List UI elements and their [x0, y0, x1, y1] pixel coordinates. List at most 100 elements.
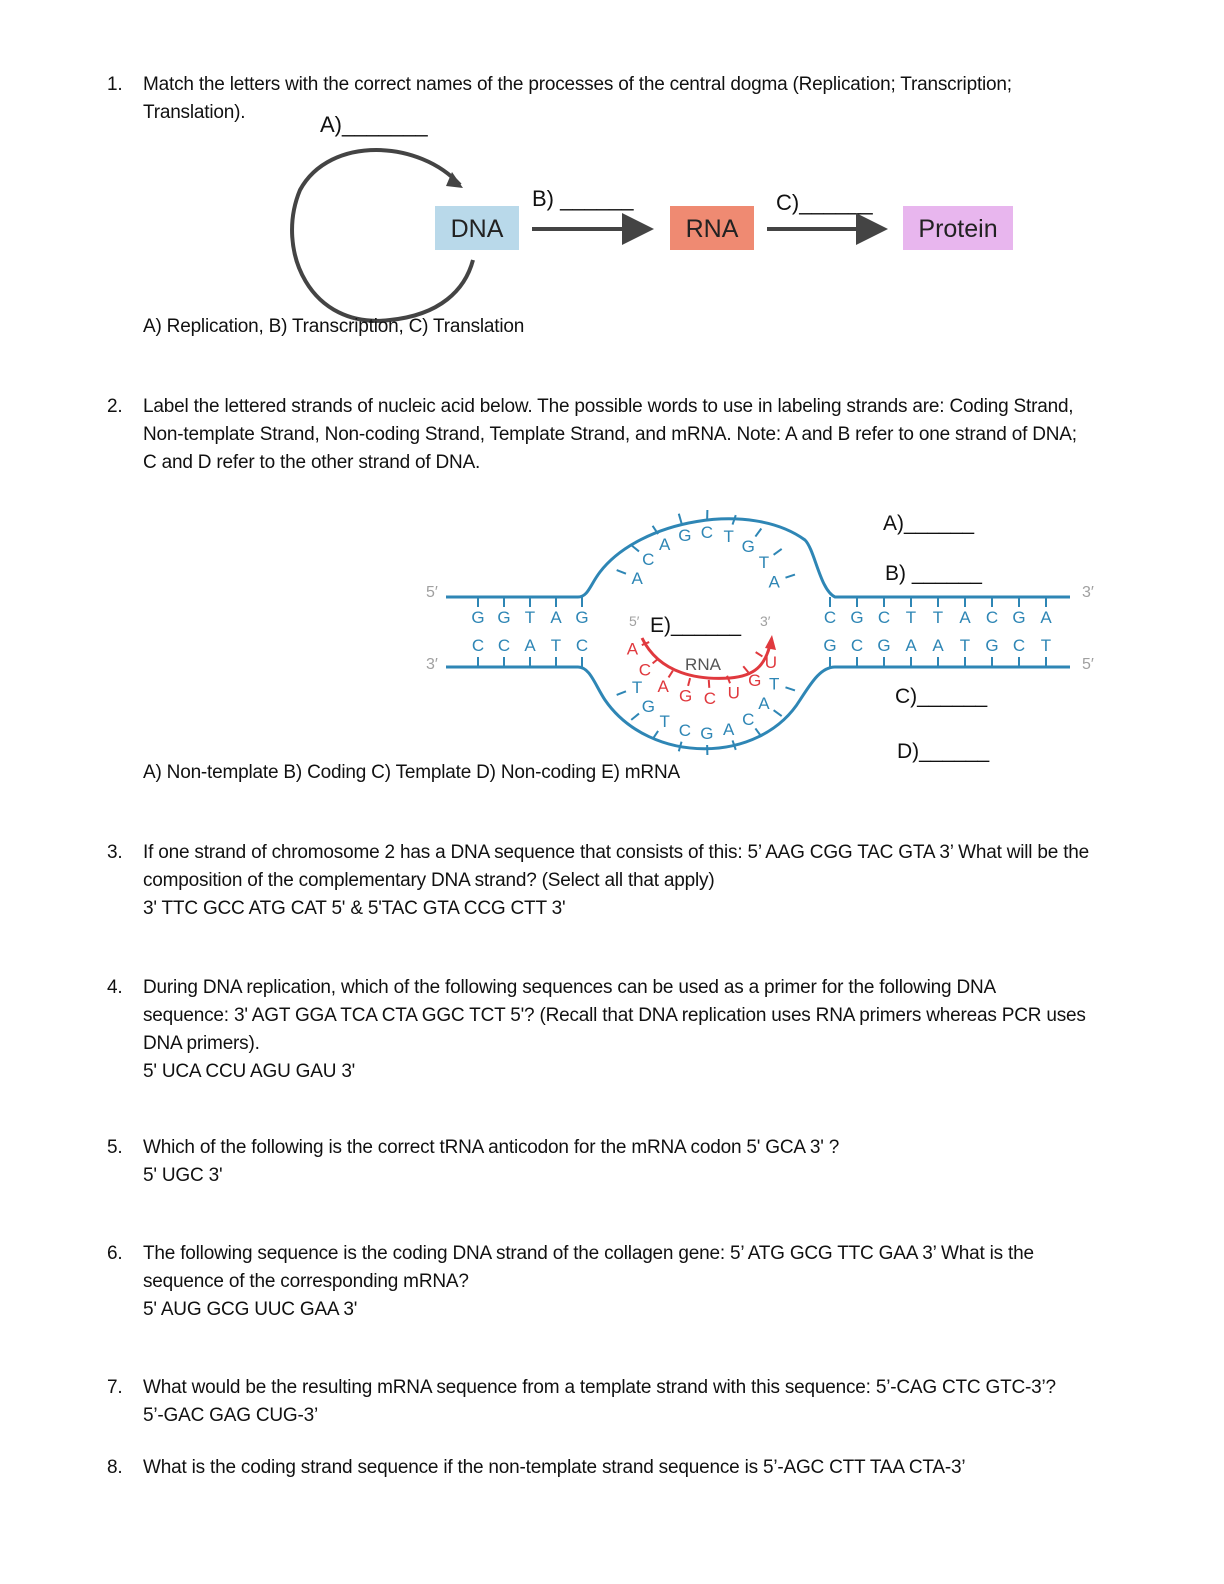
- question-text-line: sequence: 3' AGT GGA TCA CTA GGC TCT 5'?…: [143, 1005, 1086, 1026]
- base-letter: T: [632, 678, 642, 697]
- question-5: 5. Which of the following is the correct…: [107, 1134, 1157, 1190]
- question-text-line: Translation).: [143, 102, 246, 123]
- question-6: 6. The following sequence is the coding …: [107, 1240, 1157, 1324]
- blank-b-label: B) ______: [532, 186, 634, 211]
- base-tick: [785, 573, 796, 579]
- question-text-line: Non-template Strand, Non-coding Strand, …: [143, 424, 1077, 445]
- base-tick: [651, 730, 659, 740]
- question-text-line: The following sequence is the coding DNA…: [143, 1243, 1034, 1264]
- answer-text: 3' TTC GCC ATG CAT 5' & 5'TAC GTA CCG CT…: [143, 898, 566, 919]
- base-letter: C: [498, 636, 510, 655]
- question-text-line: sequence of the corresponding mRNA?: [143, 1271, 469, 1292]
- blank-d-label: D)______: [897, 740, 990, 763]
- base-letter: A: [758, 694, 770, 713]
- base-letter: A: [631, 569, 643, 588]
- base-letter: T: [551, 636, 561, 655]
- blank-a-label: A)______: [883, 512, 974, 535]
- question-text-line: Which of the following is the correct tR…: [143, 1137, 840, 1158]
- base-tick: [731, 514, 737, 525]
- base-letter: C: [472, 636, 484, 655]
- rna-base-tick: [755, 651, 763, 658]
- base-tick: [677, 513, 683, 524]
- question-8: 8. What is the coding strand sequence if…: [107, 1454, 1157, 1482]
- question-number: 5.: [107, 1137, 123, 1158]
- base-tick: [773, 709, 783, 717]
- replication-arrowhead: [446, 172, 463, 188]
- base-letter: G: [575, 608, 588, 627]
- question-text-line: composition of the complementary DNA str…: [143, 870, 715, 891]
- base-letter: A: [932, 636, 944, 655]
- question-2-answer: A) Non-template B) Coding C) Template D)…: [107, 759, 1157, 787]
- base-tick: [773, 548, 783, 556]
- question-number: 1.: [107, 74, 123, 95]
- base-letter: G: [700, 724, 713, 743]
- protein-box: [903, 206, 1013, 250]
- base-letter: G: [742, 537, 755, 556]
- rna-box: [670, 206, 754, 250]
- bottom-dna-strand: [446, 665, 1070, 751]
- rna-base-tick: [707, 679, 711, 688]
- question-number: 7.: [107, 1377, 123, 1398]
- blank-a-label: A)_______: [320, 112, 428, 137]
- question-text-line: During DNA replication, which of the fol…: [143, 977, 996, 998]
- blank-c-label: C)______: [895, 685, 988, 708]
- base-tick: [616, 569, 627, 575]
- rna-base-letter: A: [627, 640, 639, 659]
- rna-base-letter: U: [728, 684, 740, 703]
- base-letter: C: [701, 523, 713, 542]
- central-dogma-diagram: A)_______ DNA B) ______ RNA C)______ Pro…: [290, 112, 1013, 323]
- base-letter: A: [659, 535, 671, 554]
- blank-c-label: C)______: [776, 190, 873, 215]
- answer-text: 5' UCA CCU AGU GAU 3': [143, 1061, 356, 1082]
- base-tick: [651, 525, 659, 535]
- base-letter: C: [679, 721, 691, 740]
- blank-e-label: E)______: [650, 614, 741, 637]
- question-1-answer: A) Replication, B) Transcription, C) Tra…: [107, 313, 1157, 341]
- rna-base-letter: G: [679, 687, 692, 706]
- base-tick: [630, 544, 640, 553]
- question-text-line: If one strand of chromosome 2 has a DNA …: [143, 842, 1090, 863]
- base-letter: A: [1040, 608, 1052, 627]
- left-bottom-end-label: 3′: [426, 656, 438, 673]
- base-letter: T: [723, 527, 733, 546]
- rna-base-tick: [667, 670, 674, 678]
- rna-5-end-label: 5′: [629, 613, 640, 629]
- rna-base-letter: G: [748, 671, 761, 690]
- base-letter: C: [742, 710, 754, 729]
- question-number: 8.: [107, 1457, 123, 1478]
- base-letter: A: [550, 608, 562, 627]
- question-text-line: Label the lettered strands of nucleic ac…: [143, 396, 1074, 417]
- rna-box-label: RNA: [686, 215, 739, 243]
- rna-base-tick: [726, 675, 731, 684]
- protein-box-label: Protein: [918, 215, 997, 243]
- base-tick: [754, 727, 763, 738]
- question-7: 7. What would be the resulting mRNA sequ…: [107, 1374, 1157, 1430]
- base-letter: T: [906, 608, 916, 627]
- question-text-line: C and D refer to the other strand of DNA…: [143, 452, 481, 473]
- base-letter: C: [851, 636, 863, 655]
- base-tick: [731, 740, 737, 751]
- rna-base-tick: [651, 657, 660, 665]
- base-letter: A: [905, 636, 917, 655]
- base-letter: G: [877, 636, 890, 655]
- base-letter: T: [933, 608, 943, 627]
- base-letter: T: [660, 712, 670, 731]
- rna-strand: [640, 637, 772, 680]
- base-letter: C: [878, 608, 890, 627]
- base-letter: G: [985, 636, 998, 655]
- question-text-line: What would be the resulting mRNA sequenc…: [143, 1377, 1056, 1398]
- base-letter: A: [959, 608, 971, 627]
- base-letter: T: [759, 553, 769, 572]
- rna-base-tick: [641, 641, 650, 646]
- question-4: 4. During DNA replication, which of the …: [107, 974, 1157, 1086]
- question-number: 6.: [107, 1243, 123, 1264]
- dna-box: [435, 206, 519, 250]
- question-3: 3. If one strand of chromosome 2 has a D…: [107, 839, 1157, 923]
- answer-text: 5' UGC 3': [143, 1165, 223, 1186]
- base-letter: T: [525, 608, 535, 627]
- base-letter: G: [850, 608, 863, 627]
- rna-label: RNA: [685, 655, 722, 674]
- base-tick: [630, 712, 640, 721]
- base-letter: C: [986, 608, 998, 627]
- base-letter: G: [642, 697, 655, 716]
